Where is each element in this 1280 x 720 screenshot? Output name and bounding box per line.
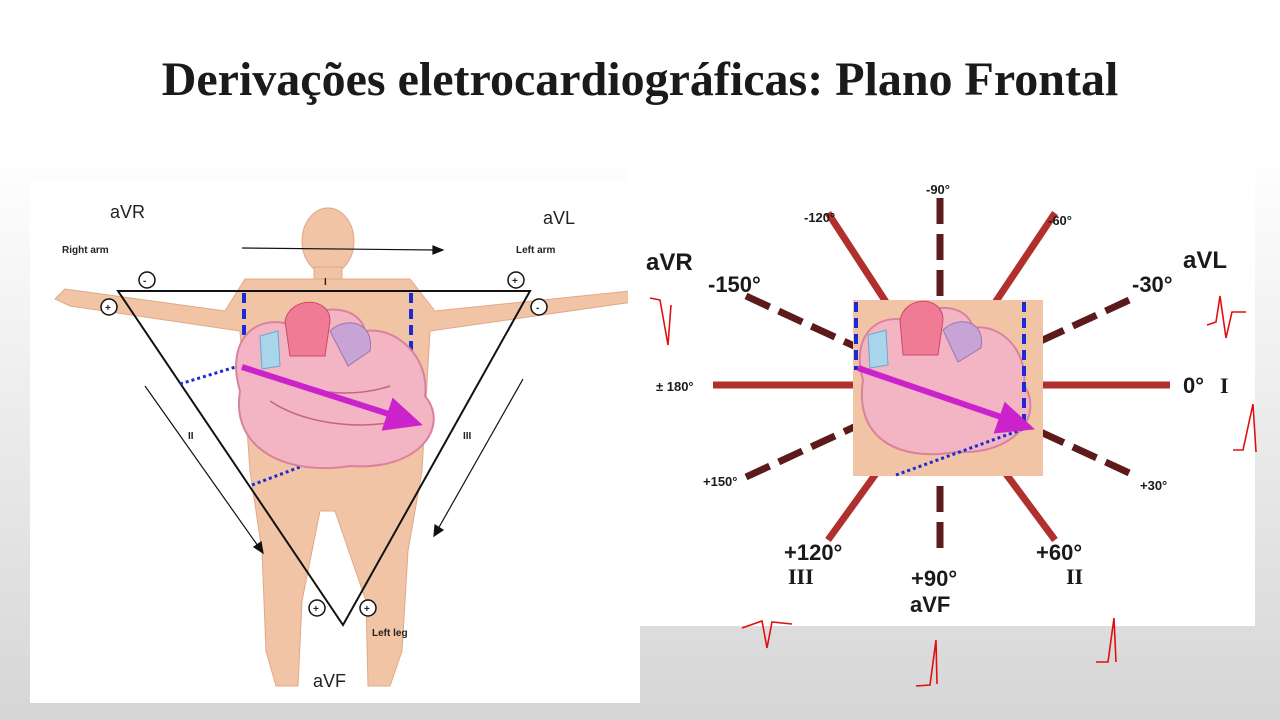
left-arm-label: Left arm [516,245,556,256]
angle-label: ± 180° [656,379,694,394]
polarity-sign: + [105,303,111,314]
hexaxial-reference-panel: -90° -120° -60° aVR -150° aVL -30° ± 180… [628,170,1255,626]
axis-lead-label: I [1220,373,1229,398]
axis-lead-label: aVL [1183,247,1227,274]
polarity-sign: + [313,604,319,615]
lead-avf-label: aVF [313,671,347,691]
lead-ii-arrow [144,385,264,555]
axis-lead-label: III [788,564,814,589]
axis-lead-label: aVF [910,592,950,617]
polarity-sign: + [364,604,370,615]
mean-electrical-axis-arrow [241,364,423,431]
angle-label: -120° [804,210,835,225]
polarity-sign: - [143,276,146,287]
axis-lead-label: II [1066,564,1083,589]
angle-label: +150° [703,474,737,489]
lead-i-label: I [324,277,327,288]
einthoven-triangle-panel: - + + - + + Right arm Left arm Left leg … [30,181,642,703]
lead-iii-label: III [463,431,472,442]
electrode-markers [100,271,548,617]
left-leg-label: Left leg [372,628,408,639]
polarity-sign: - [536,303,539,314]
polarity-sign: + [512,276,518,287]
einthoven-triangle [116,290,532,627]
ecg-trace-avf [915,639,938,687]
angle-label: +30° [1140,478,1167,493]
body-silhouette [54,207,642,687]
angle-label: -30° [1132,272,1173,297]
right-arm-label: Right arm [62,245,109,256]
einthoven-diagram: - + + - + + Right arm Left arm Left leg … [54,207,642,687]
angle-label: 0° [1183,373,1204,398]
angle-label: +90° [911,566,957,591]
lead-avr-label: aVR [110,202,146,222]
axis-lead-label: aVR [646,249,693,276]
heart-inset [853,300,1043,477]
angle-label: +60° [1036,540,1082,565]
slide-title: Derivações eletrocardiográficas: Plano F… [161,53,1119,106]
lead-iii-arrow [433,378,524,538]
angle-label: -90° [926,182,950,197]
lead-avl-label: aVL [543,208,576,228]
lead-i-arrow [241,245,445,255]
angle-label: +120° [784,540,842,565]
angle-label: -150° [708,272,761,297]
augmented-axes [744,198,1140,555]
lead-ii-label: II [188,431,194,442]
hexaxial-diagram: -90° -120° -60° aVR -150° aVL -30° ± 180… [646,182,1229,617]
angle-label: -60° [1048,213,1072,228]
